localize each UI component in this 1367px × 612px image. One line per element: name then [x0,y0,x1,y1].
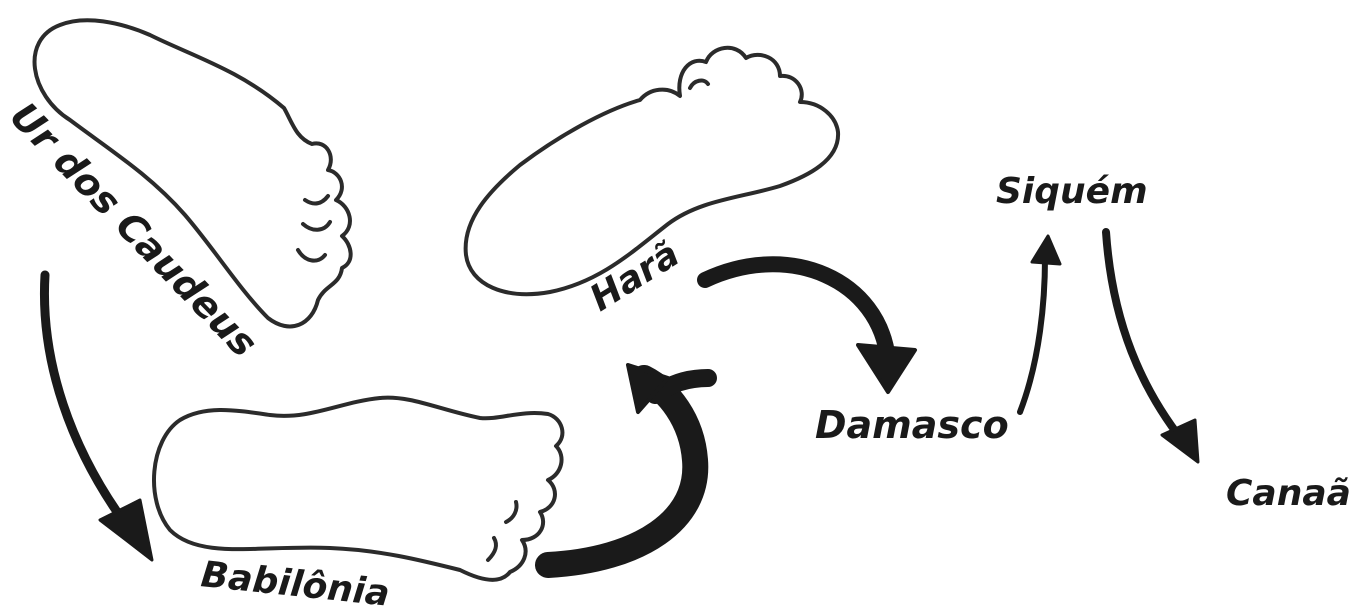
label-canaa: Canaã [1226,473,1351,514]
arrow-ur-to-babilonia [44,275,152,560]
label-damasco: Damasco [815,403,1009,447]
arrow-babilonia-to-hara [548,365,708,565]
arrow-hara-to-damasco [705,264,915,392]
label-babilonia: Babilônia [199,554,391,612]
label-siquem: Siquém [996,171,1148,212]
arrow-damasco-to-siquem [1020,236,1060,412]
arrow-siquem-to-canaa [1106,232,1198,462]
footprint-babilonia [154,398,562,580]
